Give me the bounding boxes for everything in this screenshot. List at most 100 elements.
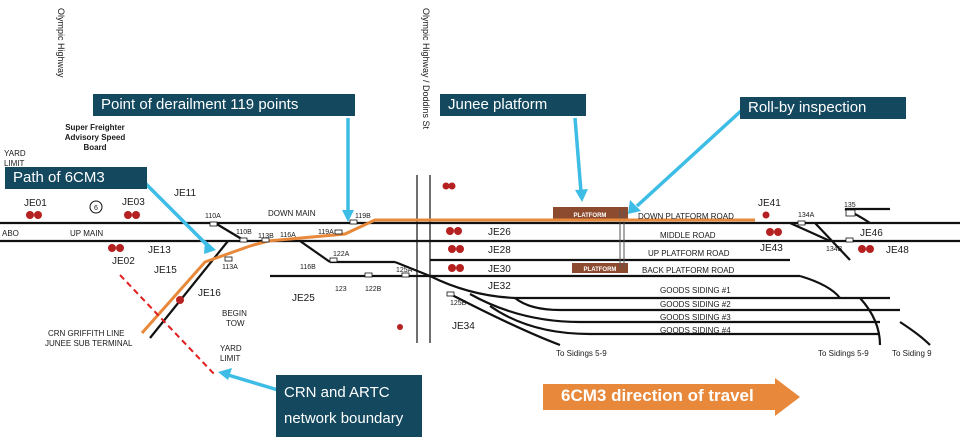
arrowhead-boundary bbox=[218, 368, 232, 380]
points-119a: 119A bbox=[318, 229, 334, 236]
to-sidings-left bbox=[449, 293, 561, 347]
crossover-134a bbox=[789, 221, 831, 243]
goods-siding-3-label: GOODS SIDING #3 bbox=[660, 313, 731, 322]
signal-je26 bbox=[446, 227, 454, 235]
goods-siding-2 bbox=[514, 297, 900, 312]
olympic-dodds-label: Olympic Highway / Doddins St bbox=[421, 8, 431, 130]
down-main-label: DOWN MAIN bbox=[268, 209, 316, 218]
speed-board-icon bbox=[89, 200, 103, 214]
callout-platform-text: Junee platform bbox=[448, 96, 548, 113]
points-123: 123 bbox=[335, 286, 347, 293]
goods-siding-4 bbox=[489, 305, 880, 336]
point-marker bbox=[446, 291, 455, 297]
super-freighter-line1: Super Freighter bbox=[65, 123, 125, 132]
olympic-highway-label: Olympic Highway bbox=[56, 8, 66, 78]
goods-siding-1-label: GOODS SIDING #1 bbox=[660, 286, 731, 295]
callout-boundary-line2: network boundary bbox=[284, 410, 404, 427]
signal-je03b bbox=[132, 211, 140, 219]
signal-je02 bbox=[108, 244, 116, 252]
signal-label-je46: JE46 bbox=[860, 228, 883, 239]
point-marker bbox=[349, 219, 358, 225]
yard-limit-1a: YARD bbox=[4, 149, 26, 158]
points-125a: 125A bbox=[396, 267, 413, 274]
link-122 bbox=[394, 260, 431, 278]
signal-label-je25: JE25 bbox=[292, 293, 315, 304]
points-116b: 116B bbox=[300, 264, 316, 271]
pointer-boundary bbox=[227, 373, 279, 392]
signal-label-je16: JE16 bbox=[198, 288, 221, 299]
points-labels: 110A 110B 113B 116A 119A 119B 113A 116B … bbox=[205, 202, 856, 307]
back-road-end bbox=[799, 274, 841, 299]
callout-arrowheads bbox=[204, 189, 641, 380]
point-marker bbox=[797, 220, 806, 226]
up-main-label: UP MAIN bbox=[70, 229, 103, 238]
network-boundary-line bbox=[119, 274, 216, 376]
direction-arrow bbox=[543, 378, 800, 416]
points-119b: 119B bbox=[355, 213, 371, 220]
goods-siding-4-label: GOODS SIDING #4 bbox=[660, 326, 731, 335]
signal-heads bbox=[26, 182, 874, 330]
signal-je41 bbox=[762, 211, 770, 219]
points-122a: 122A bbox=[333, 251, 350, 258]
signal-je48b bbox=[866, 245, 874, 253]
goods-siding-1 bbox=[429, 275, 890, 300]
signal-label-je13: JE13 bbox=[148, 245, 171, 256]
direction-of-travel-label: 6CM3 direction of travel bbox=[561, 386, 754, 405]
points-134a: 134A bbox=[798, 212, 815, 219]
signal-je02b bbox=[116, 244, 124, 252]
arrowhead-path bbox=[204, 240, 216, 254]
down-platform-road-label: DOWN PLATFORM ROAD bbox=[638, 212, 734, 221]
point-markers bbox=[209, 209, 856, 297]
yard-limit-2b: LIMIT bbox=[220, 354, 241, 363]
signal-label-je41: JE41 bbox=[758, 198, 781, 209]
points-113a: 113A bbox=[222, 264, 238, 271]
pointer-rollby bbox=[635, 108, 744, 208]
to-siding-9-label: To Siding 9 bbox=[892, 349, 932, 358]
point-marker bbox=[239, 237, 248, 243]
yard-limit-1b: LIMIT bbox=[4, 159, 25, 168]
signal-label-je48: JE48 bbox=[886, 245, 909, 256]
signal-label-je28: JE28 bbox=[488, 245, 511, 256]
callout-path-text: Path of 6CM3 bbox=[13, 169, 105, 186]
main-tracks bbox=[0, 207, 960, 278]
callout-boundary: CRN and ARTC network boundary bbox=[276, 375, 422, 437]
arrowhead-platform bbox=[575, 189, 588, 202]
platform-upper bbox=[553, 207, 628, 220]
points-125b: 125B bbox=[450, 300, 467, 307]
abo-label: ABO bbox=[2, 229, 19, 238]
to-sidings-right bbox=[859, 297, 882, 346]
crossover-134b bbox=[814, 222, 851, 261]
points-110b: 110B bbox=[236, 229, 252, 236]
callout-derailment-text: Point of derailment 119 points bbox=[101, 96, 299, 113]
signal-je48 bbox=[858, 245, 866, 253]
callout-derailment: Point of derailment 119 points bbox=[93, 94, 355, 116]
points-116a: 116A bbox=[280, 232, 296, 239]
point-marker bbox=[364, 272, 373, 278]
begin-tow-1: BEGIN bbox=[222, 309, 247, 318]
signal-label-je03: JE03 bbox=[122, 197, 145, 208]
callout-pointers bbox=[138, 108, 744, 392]
signal-je30b bbox=[456, 264, 464, 272]
signal-je01 bbox=[26, 211, 34, 219]
platform-lower bbox=[572, 263, 628, 273]
platform-upper-label: PLATFORM bbox=[574, 213, 607, 219]
point-marker bbox=[224, 256, 233, 262]
point-marker bbox=[845, 209, 856, 217]
callout-boundary-line1: CRN and ARTC bbox=[284, 384, 390, 401]
arrowhead-rollby bbox=[628, 200, 641, 214]
signal-label-je26: JE26 bbox=[488, 227, 511, 238]
signal-label-je11: JE11 bbox=[174, 188, 196, 199]
to-siding-9 bbox=[899, 321, 931, 346]
direction-of-travel: 6CM3 direction of travel bbox=[543, 381, 801, 413]
point-marker bbox=[334, 229, 343, 235]
signal-je43 bbox=[766, 228, 774, 236]
signal-je28b bbox=[456, 245, 464, 253]
signal-je16 bbox=[176, 296, 184, 304]
super-freighter-line2: Advisory Speed bbox=[65, 133, 126, 142]
points-135: 135 bbox=[844, 202, 856, 209]
platform-lower-label: PLATFORM bbox=[584, 267, 617, 273]
goods-sidings bbox=[429, 274, 931, 347]
signal-label-je01: JE01 bbox=[24, 198, 47, 209]
